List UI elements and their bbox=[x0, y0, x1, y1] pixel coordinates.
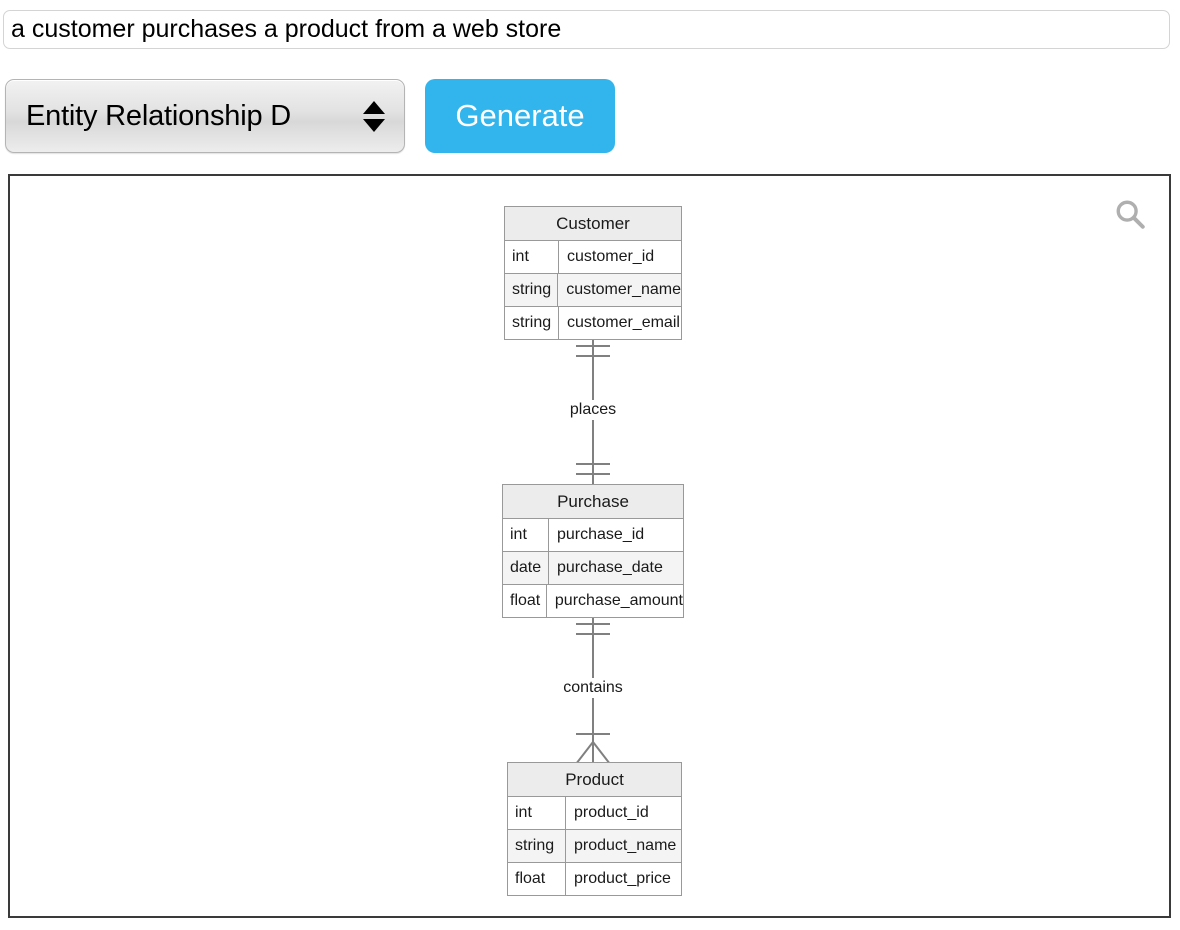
attribute-row: string customer_email bbox=[505, 307, 681, 339]
attribute-type: string bbox=[505, 274, 559, 306]
attribute-row: int purchase_id bbox=[503, 519, 683, 552]
attribute-name: customer_name bbox=[566, 281, 681, 298]
attribute-row: date purchase_date bbox=[503, 552, 683, 585]
attribute-type: string bbox=[508, 830, 566, 862]
attribute-name: product_id bbox=[574, 804, 649, 821]
crowsfoot-left bbox=[575, 741, 594, 765]
attribute-name: customer_email bbox=[567, 314, 680, 331]
attribute-type: date bbox=[503, 552, 549, 584]
stepper-icon[interactable] bbox=[352, 100, 404, 132]
attribute-type: int bbox=[503, 519, 549, 551]
attribute-type: float bbox=[508, 863, 566, 895]
prompt-input[interactable] bbox=[3, 10, 1170, 49]
triangle-up-icon bbox=[363, 100, 385, 114]
attribute-name: product_name bbox=[574, 837, 677, 854]
attribute-row: int customer_id bbox=[505, 241, 681, 274]
attribute-row: float product_price bbox=[508, 863, 681, 895]
crowsfoot-right bbox=[592, 741, 611, 765]
entity-product[interactable]: Product int product_id string product_na… bbox=[507, 762, 682, 896]
entity-purchase[interactable]: Purchase int purchase_id date purchase_d… bbox=[502, 484, 684, 618]
attribute-row: int product_id bbox=[508, 797, 681, 830]
attribute-name: customer_id bbox=[567, 248, 655, 265]
diagram-panel: places contains Customer int customer_id… bbox=[8, 174, 1171, 918]
attribute-name: product_price bbox=[574, 870, 671, 887]
relationship-label-contains: contains bbox=[559, 678, 627, 698]
triangle-down-icon bbox=[363, 118, 385, 132]
generate-button[interactable]: Generate bbox=[425, 79, 615, 153]
attribute-row: string product_name bbox=[508, 830, 681, 863]
entity-title: Customer bbox=[505, 207, 681, 241]
attribute-type: string bbox=[505, 307, 559, 339]
attribute-row: string customer_name bbox=[505, 274, 681, 307]
relationship-label-places: places bbox=[565, 400, 621, 420]
diagram-type-select-value: Entity Relationship D bbox=[26, 99, 291, 132]
attribute-type: int bbox=[508, 797, 566, 829]
attribute-name: purchase_id bbox=[557, 526, 645, 543]
attribute-row: float purchase_amount bbox=[503, 585, 683, 617]
entity-title: Purchase bbox=[503, 485, 683, 519]
attribute-type: float bbox=[503, 585, 547, 617]
diagram-type-select[interactable]: Entity Relationship D bbox=[5, 79, 405, 153]
attribute-name: purchase_amount bbox=[554, 592, 683, 609]
attribute-name: purchase_date bbox=[557, 559, 663, 576]
search-icon[interactable] bbox=[1113, 197, 1147, 231]
attribute-type: int bbox=[505, 241, 559, 273]
entity-customer[interactable]: Customer int customer_id string customer… bbox=[504, 206, 682, 340]
entity-title: Product bbox=[508, 763, 681, 797]
